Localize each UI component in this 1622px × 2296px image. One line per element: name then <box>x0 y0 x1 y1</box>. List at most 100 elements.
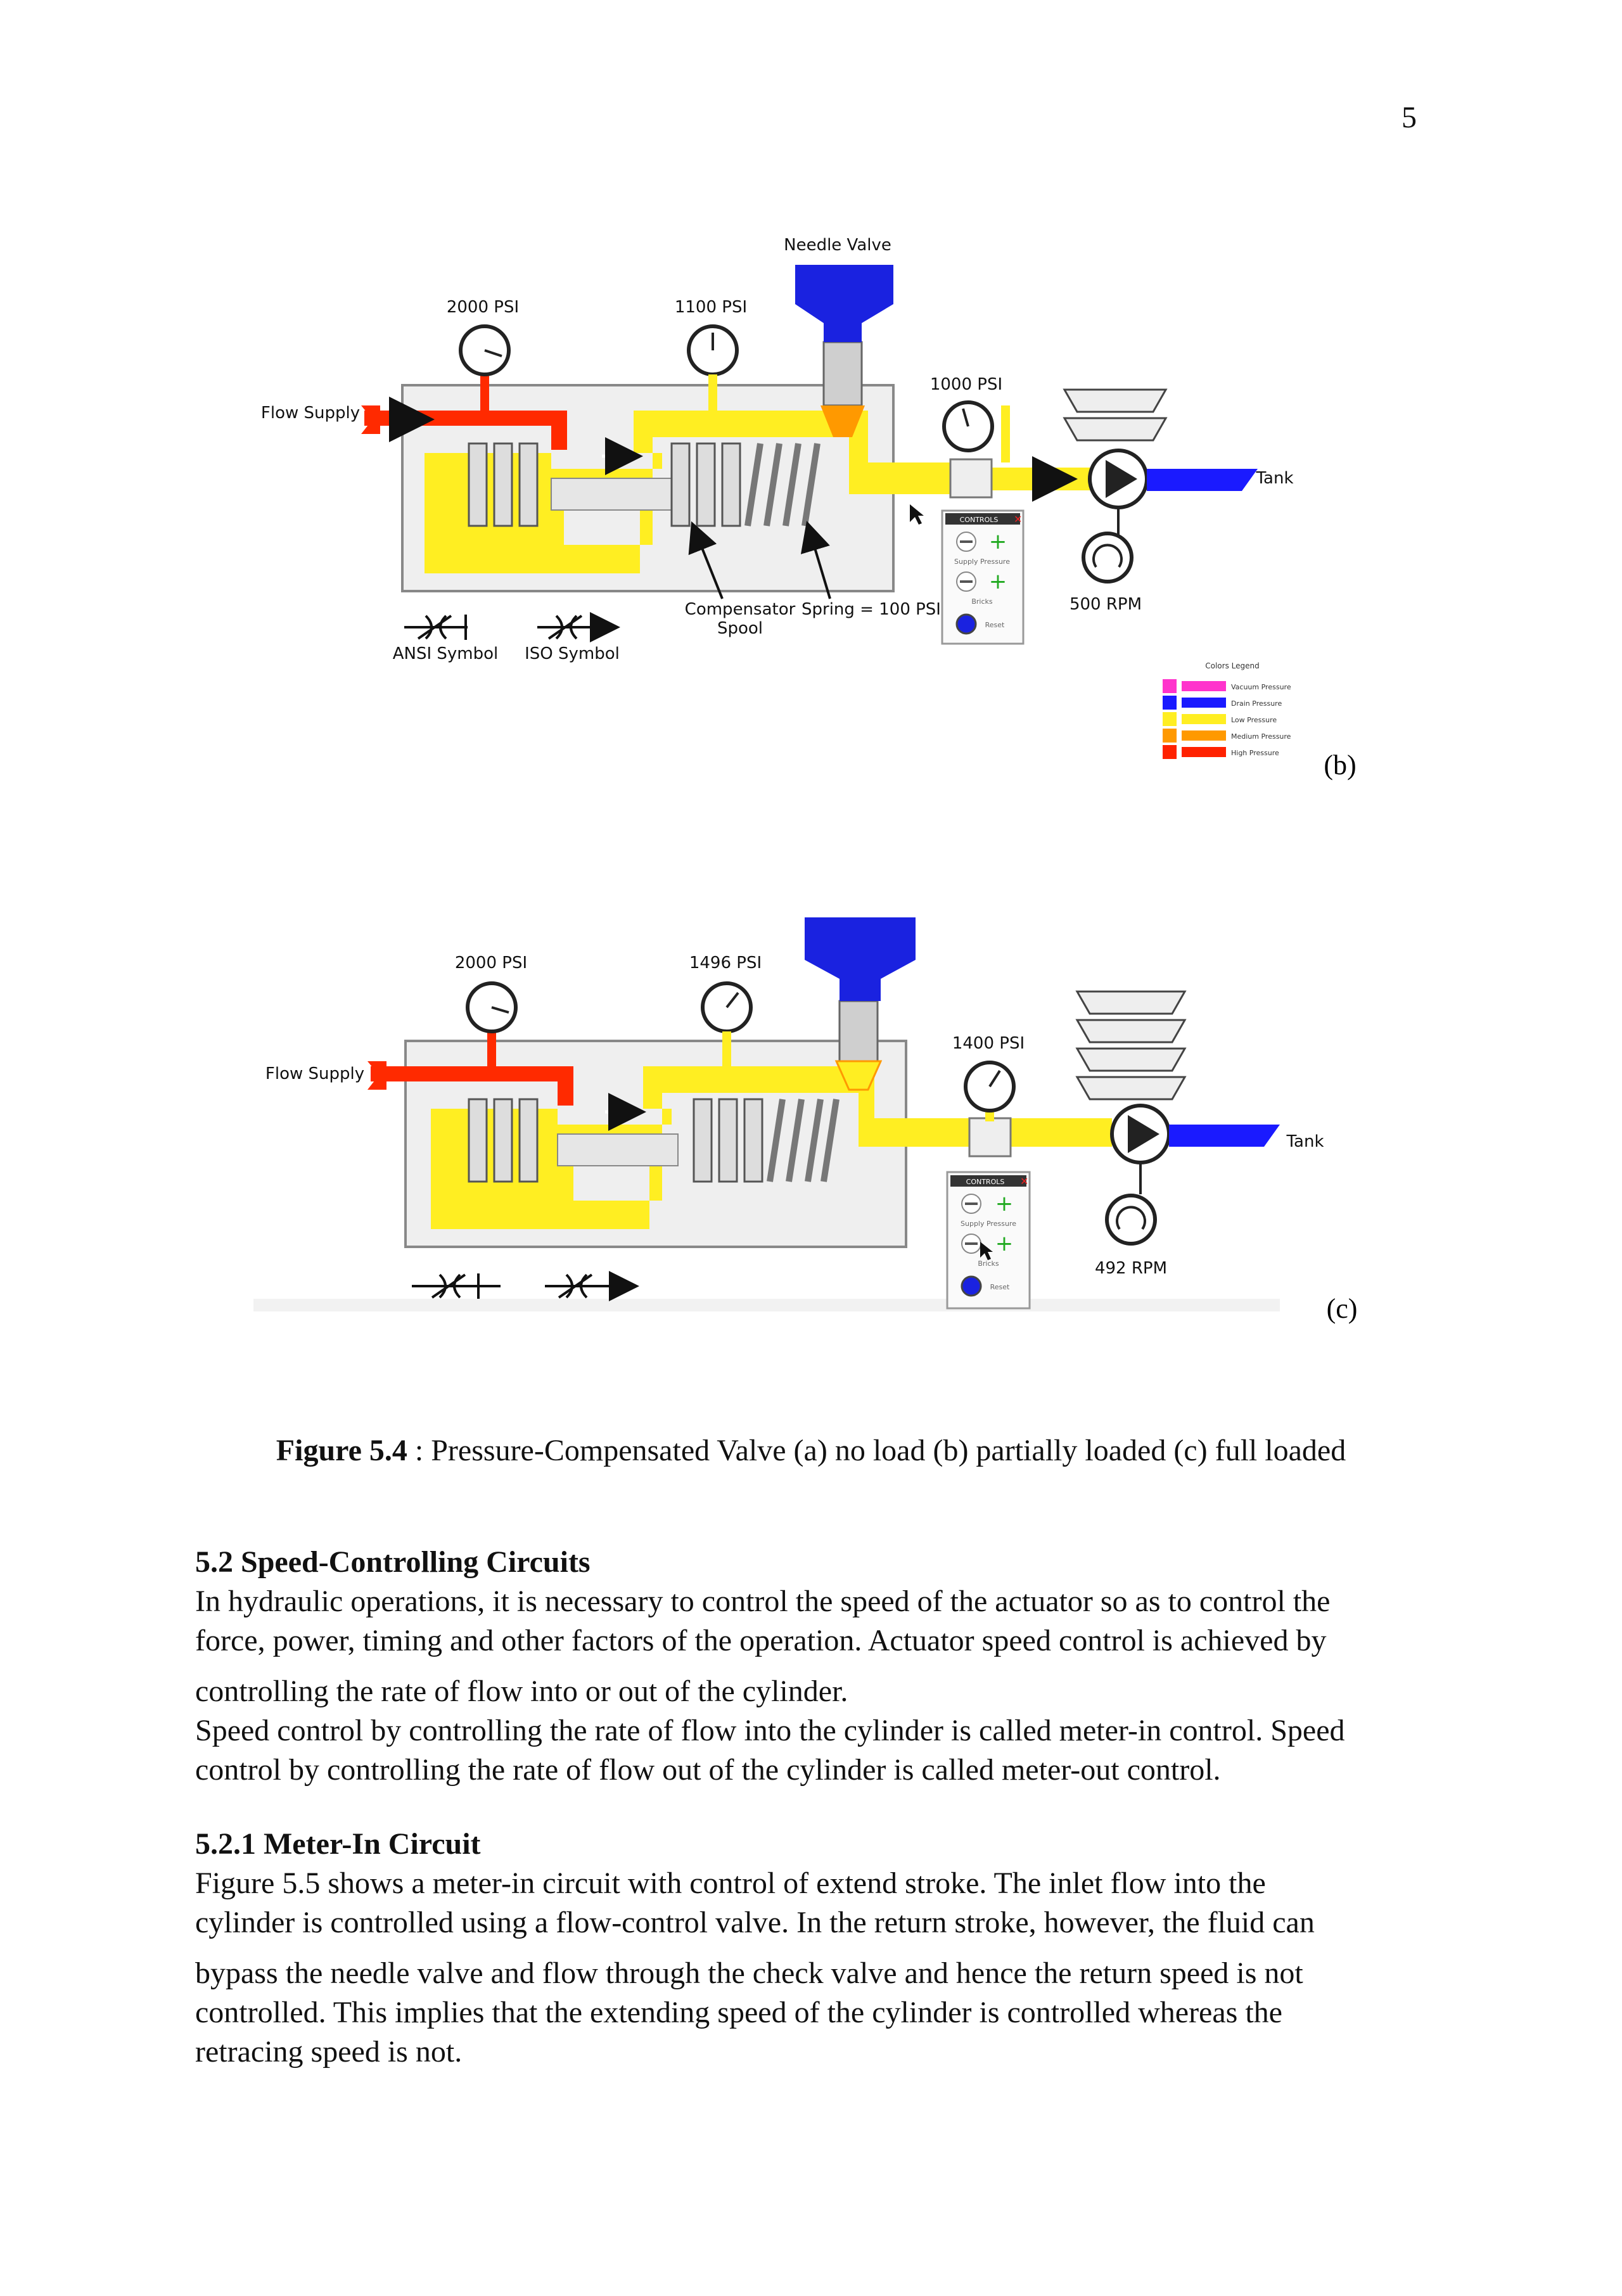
reset-label: Reset <box>985 621 1005 629</box>
iso-label: ISO Symbol <box>525 644 620 663</box>
paragraph-line: force, power, timing and other factors o… <box>195 1624 1327 1657</box>
ansi-symbol <box>404 615 468 640</box>
flow-supply-label-c: Flow Supply <box>265 1064 364 1083</box>
gauge-supply-b <box>459 324 511 376</box>
supply-pressure-label: Supply Pressure <box>961 1220 1016 1228</box>
flow-supply-arrow <box>361 405 380 434</box>
figure-caption: Figure 5.4 : Pressure-Compensated Valve … <box>0 1433 1622 1468</box>
spring-label: Spring = 100 PSI <box>801 600 941 619</box>
paragraph-line: retracing speed is not. <box>195 2035 463 2069</box>
section-heading-5-2-1: 5.2.1 Meter-In Circuit <box>195 1827 481 1861</box>
paragraph-line: control by controlling the rate of flow … <box>195 1753 1221 1787</box>
section-5-2-1: 5.2.1 Meter-In Circuit Figure 5.5 shows … <box>195 1825 1481 2072</box>
panel-title: CONTROLS <box>966 1178 1005 1186</box>
legend-label: Low Pressure <box>1231 716 1277 724</box>
needle-valve-stem <box>838 1000 879 1062</box>
legend-label: Drain Pressure <box>1231 699 1282 708</box>
spring <box>744 443 821 526</box>
figure-b: CONTROLS ✕ + Supply Pressure + Bricks Re… <box>261 236 1357 781</box>
cursor-icon <box>980 1242 993 1260</box>
tachometer-c <box>1105 1194 1157 1246</box>
paragraph-line: controlled. This implies that the extend… <box>195 1996 1282 2029</box>
load-bricks <box>1075 990 1187 1100</box>
high-pressure-channel <box>371 1066 573 1106</box>
legend-swatch <box>1163 729 1177 743</box>
reset-button[interactable] <box>961 1275 982 1297</box>
figure-5-4-diagrams: CONTROLS ✕ + Supply Pressure + Bricks Re… <box>253 236 1357 1324</box>
figure-c-sublabel: (c) <box>1327 1293 1358 1324</box>
legend-bar <box>1182 730 1226 741</box>
close-icon[interactable]: ✕ <box>1014 513 1022 525</box>
ansi-label: ANSI Symbol <box>393 644 499 663</box>
legend-swatch <box>1163 745 1177 759</box>
compensator-spool-left <box>468 442 539 527</box>
tank-label-c: Tank <box>1286 1132 1324 1151</box>
legend-swatch <box>1163 679 1177 693</box>
tank-label-b: Tank <box>1255 469 1293 488</box>
load-bricks <box>1063 388 1168 442</box>
legend-swatch <box>1163 712 1177 726</box>
iso-symbol <box>545 1271 639 1301</box>
ansi-symbol <box>412 1273 501 1299</box>
bricks-label: Bricks <box>971 597 993 606</box>
legend-swatch <box>1163 696 1177 710</box>
increase-bricks-button[interactable]: + <box>989 569 1007 594</box>
gauge-label-comp-b: 1100 PSI <box>675 298 747 317</box>
compensator-label-1: Compensator <box>685 600 796 619</box>
legend-bar <box>1182 714 1226 724</box>
gauge-out-c <box>964 1061 1016 1113</box>
gauge-label-comp-c: 1496 PSI <box>689 953 762 973</box>
gauge-comp-c <box>701 981 753 1069</box>
increase-supply-button[interactable]: + <box>989 529 1007 554</box>
supply-pressure-label: Supply Pressure <box>954 558 1010 566</box>
paragraph-line: bypass the needle valve and flow through… <box>195 1956 1303 1990</box>
increase-bricks-button[interactable]: + <box>995 1231 1014 1256</box>
paragraph-line: cylinder is controlled using a flow-cont… <box>195 1906 1315 1939</box>
bricks-label: Bricks <box>978 1260 999 1268</box>
figure-b-sublabel: (b) <box>1324 749 1356 781</box>
rpm-label-b: 500 RPM <box>1070 595 1142 614</box>
section-heading-5-2: 5.2 Speed-Controlling Circuits <box>195 1545 591 1579</box>
tachometer-b <box>1082 532 1133 584</box>
legend-label: Vacuum Pressure <box>1231 683 1291 691</box>
flow-supply-arrow <box>367 1061 386 1090</box>
gauge-comp-b <box>687 324 739 412</box>
drain-line <box>1147 469 1258 491</box>
legend-label: High Pressure <box>1231 749 1279 757</box>
paragraph-line: controlling the rate of flow into or out… <box>195 1674 848 1708</box>
drain-line <box>1169 1125 1280 1147</box>
legend-title: Colors Legend <box>1205 661 1259 670</box>
figure-c: CONTROLS ✕ + Supply Pressure + Bricks Re… <box>253 917 1357 1324</box>
legend-bar <box>1182 747 1226 757</box>
compensator-spool-right <box>670 442 741 527</box>
paragraph-line: Figure 5.5 shows a meter-in circuit with… <box>195 1866 1266 1900</box>
needle-valve-handle <box>795 265 893 342</box>
gauge-label-out-b: 1000 PSI <box>930 375 1002 394</box>
legend-bar <box>1182 698 1226 708</box>
compensator-spool-right <box>693 1098 763 1183</box>
paragraph-line: In hydraulic operations, it is necessary… <box>195 1585 1331 1618</box>
close-icon[interactable]: ✕ <box>1020 1175 1028 1187</box>
reset-button[interactable] <box>955 613 977 635</box>
reset-label: Reset <box>990 1283 1010 1291</box>
needle-valve-stem <box>822 341 863 407</box>
gauge-out-b <box>942 400 994 452</box>
gauge-supply-c <box>466 981 518 1033</box>
needle-valve-label: Needle Valve <box>784 236 891 255</box>
iso-symbol <box>537 612 620 642</box>
increase-supply-button[interactable]: + <box>995 1191 1014 1216</box>
compensator-label-2: Spool <box>717 619 763 638</box>
panel-title: CONTROLS <box>960 516 999 524</box>
compensator-spool-left <box>468 1098 539 1183</box>
control-panel-b[interactable]: CONTROLS ✕ + Supply Pressure + Bricks Re… <box>941 509 1025 645</box>
caption-text: : Pressure-Compensated Valve (a) no load… <box>407 1434 1346 1467</box>
control-panel-c[interactable]: CONTROLS ✕ + Supply Pressure + Bricks Re… <box>946 1171 1031 1310</box>
flow-supply-label-b: Flow Supply <box>261 404 360 423</box>
spring <box>767 1099 840 1182</box>
cursor-icon <box>910 504 924 525</box>
rpm-label-c: 492 RPM <box>1095 1259 1167 1278</box>
page-number: 5 <box>1402 101 1417 134</box>
caption-label: Figure 5.4 <box>276 1434 407 1467</box>
legend-label: Medium Pressure <box>1231 732 1291 741</box>
